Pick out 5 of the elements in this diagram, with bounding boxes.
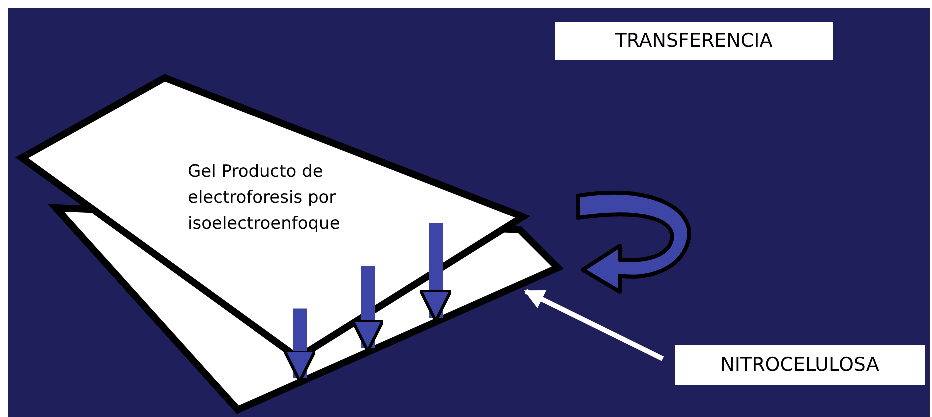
label-box: TRANSFERENCIA — [555, 22, 833, 60]
sheet-label: Gel Producto de electroforesis por isoelectroenfoque — [188, 161, 342, 236]
arrow — [351, 266, 385, 353]
arrow — [524, 289, 664, 362]
label-box: NITROCELULOSA — [675, 345, 925, 385]
